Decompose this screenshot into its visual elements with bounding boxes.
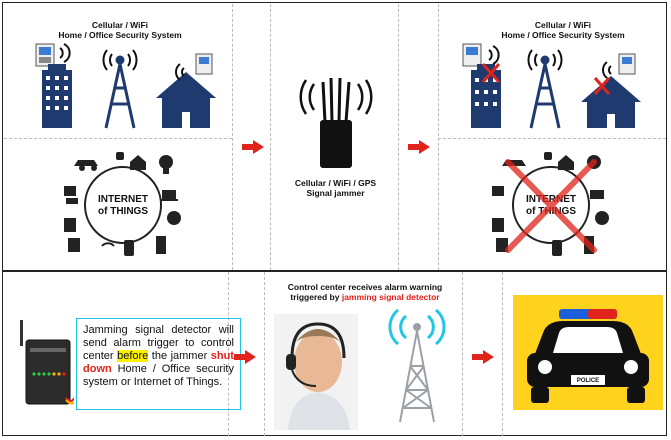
- outer-frame: [2, 2, 667, 436]
- separator: [4, 138, 232, 139]
- flow-arrow-icon: [234, 350, 256, 364]
- jamming-detector-device: [20, 320, 74, 405]
- police-car-icon: [527, 309, 649, 403]
- blocked-x-icon: [593, 77, 611, 95]
- alarm-panel-icon: [195, 53, 213, 75]
- security-system-caption-jammed: Cellular / WiFi Home / Office Security S…: [501, 20, 625, 40]
- control-center-caption: Control center receives alarm warning tr…: [287, 282, 443, 302]
- separator: [502, 272, 503, 436]
- highlight-before: before: [117, 350, 149, 362]
- security-system-icons: [35, 43, 216, 129]
- police-label: POLICE: [576, 378, 600, 384]
- flow-arrow-icon: [408, 140, 430, 154]
- cell-tower-icon: [527, 49, 563, 129]
- separator: [398, 4, 399, 270]
- security-system-caption: Cellular / WiFi Home / Office Security S…: [58, 20, 182, 40]
- separator: [264, 272, 265, 436]
- signal-jammer-icon: [299, 77, 373, 168]
- radio-tower-icon: [388, 308, 446, 423]
- alarm-panel-icon: [35, 43, 55, 67]
- blocked-x-icon: [481, 63, 501, 83]
- jammer-caption: Cellular / WiFi / GPS Signal jammer: [294, 178, 377, 198]
- highlight-shut-down: shut down: [83, 350, 234, 375]
- detector-description: Jamming signal detector will send alarm …: [76, 318, 241, 410]
- signal-waves-icon: [59, 43, 71, 63]
- alarm-panel-icon: [618, 53, 636, 75]
- cell-tower-icon: [102, 49, 138, 129]
- flow-arrow-icon: [242, 140, 264, 154]
- blocked-x-icon: [505, 159, 597, 253]
- iot-diagram-jammed: INTERNET of THINGS: [486, 146, 616, 264]
- iot-diagram: INTERNET of THINGS: [58, 146, 188, 264]
- flow-arrow-icon: [472, 350, 494, 364]
- house-icon: [156, 72, 216, 128]
- separator: [462, 272, 463, 436]
- separator: [228, 272, 229, 436]
- separator: [438, 4, 439, 270]
- jammed-security-icons: [462, 43, 641, 129]
- separator: [232, 4, 233, 270]
- separator: [270, 4, 271, 270]
- operator-headset-image: [274, 314, 358, 430]
- alarm-panel-icon: [462, 43, 482, 67]
- separator: [438, 138, 666, 139]
- office-building-icon: [471, 64, 501, 128]
- row-divider: [2, 270, 667, 272]
